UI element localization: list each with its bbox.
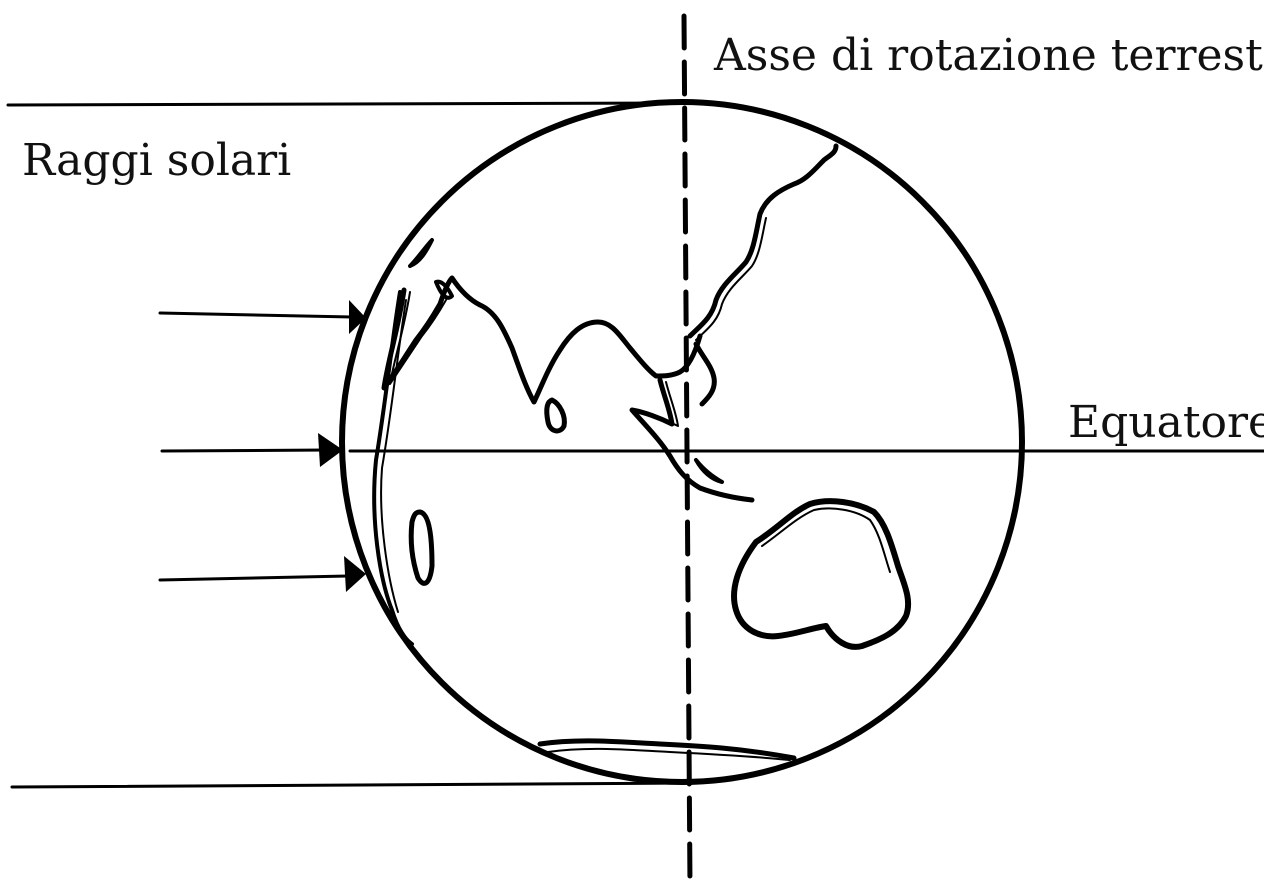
island-madagascar (411, 512, 432, 583)
island-sri-lanka (547, 400, 565, 431)
solar-ray-top-tangent (8, 103, 690, 105)
continent-southeast-asia (632, 380, 752, 500)
solar-ray-arrow-upper (160, 300, 366, 334)
axis-label: Asse di rotazione terrestre (713, 30, 1264, 81)
earth-globe (342, 102, 1022, 782)
equator-label: Equatore (1068, 397, 1264, 448)
continent-australia (734, 501, 908, 647)
continent-east-asia (690, 146, 836, 404)
rotation-axis-dashed-line (684, 16, 690, 887)
solar-ray-arrow-lower (160, 556, 366, 592)
solar-ray-arrow-middle (162, 433, 343, 467)
continent-antarctica (540, 741, 794, 760)
rays-label: Raggi solari (22, 135, 291, 186)
solar-ray-bottom-tangent (12, 783, 690, 787)
